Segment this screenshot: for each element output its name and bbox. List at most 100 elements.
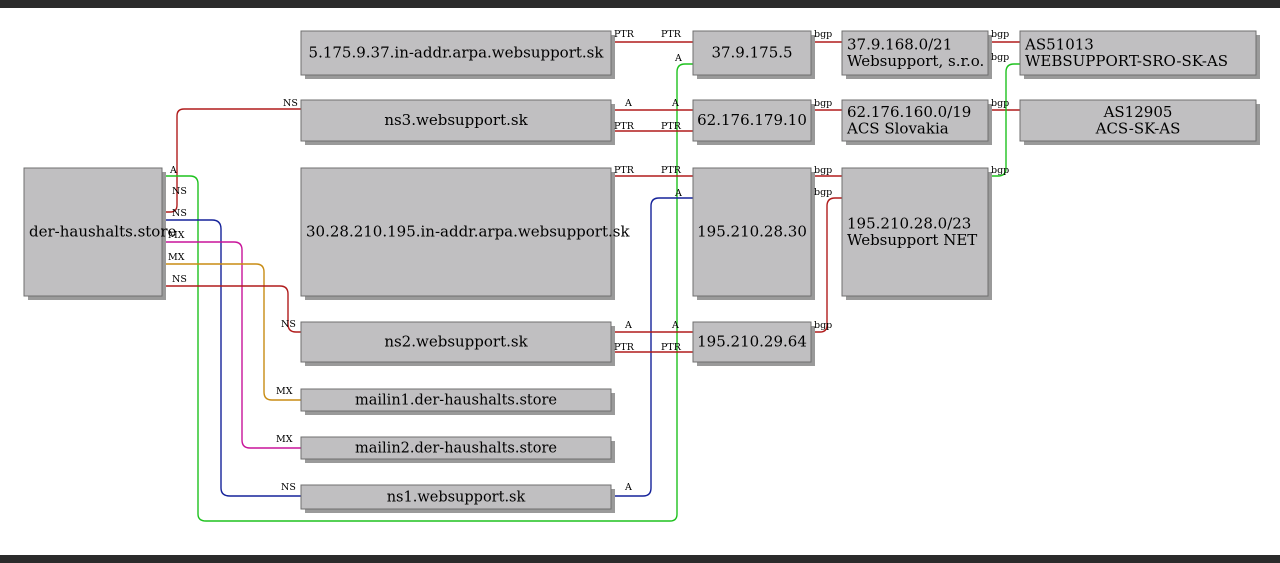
node-label-line: ACS Slovakia — [846, 119, 949, 137]
edge-ns1-to-ip3 — [611, 197, 693, 497]
edge-net3-to-as1 — [988, 63, 1020, 177]
node-ip2[interactable]: 62.176.179.10 — [692, 99, 815, 145]
edge-label-bgp: bgp — [814, 165, 832, 176]
edge-der-to-ns2 — [162, 285, 301, 333]
edge-label-ptr: PTR — [661, 29, 682, 40]
edge-label-a: A — [674, 53, 682, 64]
node-label-line: 62.176.179.10 — [697, 111, 807, 129]
edge-label-mx: MX — [276, 434, 293, 445]
node-label-line: 30.28.210.195.in-addr.arpa.websupport.sk — [306, 223, 630, 241]
edge-label-ptr: PTR — [614, 29, 635, 40]
node-domain[interactable]: der-haushalts.store — [23, 167, 177, 300]
node-label-line: mailin2.der-haushalts.store — [355, 440, 557, 456]
node-box — [300, 321, 612, 363]
node-label-line: 37.9.175.5 — [711, 44, 792, 62]
node-box — [841, 167, 989, 297]
node-ptr1[interactable]: 5.175.9.37.in-addr.arpa.websupport.sk — [300, 30, 615, 79]
node-box — [300, 388, 612, 412]
edge-label-a: A — [671, 98, 679, 109]
node-box — [692, 99, 812, 142]
edge-label-a: A — [169, 165, 177, 176]
node-box — [23, 167, 163, 297]
edge-label-a: A — [624, 482, 632, 493]
node-label-line: 37.9.168.0/21 — [847, 35, 952, 53]
edge-label-ns: NS — [283, 98, 298, 109]
node-label-line: 195.210.28.30 — [697, 223, 807, 241]
edge-label-bgp: bgp — [814, 29, 832, 40]
edge-der-to-ns1 — [162, 219, 301, 497]
node-ip1[interactable]: 37.9.175.5 — [692, 30, 815, 79]
node-label-line: 195.210.29.64 — [697, 333, 807, 351]
edge-label-mx: MX — [276, 386, 293, 397]
edge-label-ns: NS — [281, 319, 296, 330]
node-label-line: AS12905 — [1103, 103, 1173, 121]
node-ip3[interactable]: 195.210.28.30 — [692, 167, 815, 300]
node-ptr2[interactable]: 30.28.210.195.in-addr.arpa.websupport.sk — [300, 167, 630, 300]
node-box — [300, 99, 612, 142]
node-box — [300, 30, 612, 76]
edge-label-a: A — [624, 320, 632, 331]
edge-der-to-ns3 — [162, 108, 301, 213]
node-ns1[interactable]: ns1.websupport.sk — [300, 484, 615, 513]
edge-label-ptr: PTR — [614, 342, 635, 353]
edge-der-to-ns3-a — [162, 63, 693, 522]
node-box — [300, 484, 612, 510]
bottom-frame-bar — [0, 555, 1280, 563]
edge-label-ns: NS — [172, 186, 187, 197]
edge-ip4-to-net3 — [811, 197, 842, 333]
node-ns3[interactable]: ns3.websupport.sk — [300, 99, 615, 145]
edge-label-ptr: PTR — [614, 121, 635, 132]
edge-label-ptr: PTR — [614, 165, 635, 176]
node-box — [692, 167, 812, 297]
node-label-line: ns1.websupport.sk — [387, 489, 526, 505]
node-label-line: 62.176.160.0/19 — [847, 103, 971, 121]
node-box — [300, 167, 612, 297]
node-label-line: mailin1.der-haushalts.store — [355, 392, 557, 408]
edge-label-ns: NS — [172, 208, 187, 219]
edge-der-to-mailin2 — [162, 241, 301, 449]
node-box — [841, 99, 989, 142]
node-label-line: Websupport, s.r.o. — [847, 52, 984, 70]
edge-label-ptr: PTR — [661, 165, 682, 176]
node-mailin2[interactable]: mailin2.der-haushalts.store — [300, 436, 615, 463]
edge-label-mx: MX — [168, 252, 185, 263]
edge-label-a: A — [624, 98, 632, 109]
edge-label-bgp: bgp — [814, 187, 832, 198]
top-frame-bar — [0, 0, 1280, 8]
node-label-line: 5.175.9.37.in-addr.arpa.websupport.sk — [309, 44, 605, 62]
edge-label-bgp: bgp — [991, 52, 1009, 63]
edge-label-a: A — [671, 320, 679, 331]
node-label-line: ns3.websupport.sk — [384, 111, 528, 129]
node-box — [841, 30, 989, 76]
node-label-line: AS51013 — [1024, 35, 1094, 53]
node-mailin1[interactable]: mailin1.der-haushalts.store — [300, 388, 615, 415]
edge-label-a: A — [674, 188, 682, 199]
edge-label-bgp: bgp — [991, 98, 1009, 109]
edge-label-ns: NS — [281, 482, 296, 493]
edge-label-bgp: bgp — [991, 165, 1009, 176]
edge-der-to-mailin1 — [162, 263, 301, 401]
edge-label-mx: MX — [168, 230, 185, 241]
node-box — [1019, 30, 1257, 76]
node-label-line: ACS-SK-AS — [1095, 119, 1181, 137]
node-label-line: ns2.websupport.sk — [384, 333, 528, 351]
node-ns2[interactable]: ns2.websupport.sk — [300, 321, 615, 366]
node-ip4[interactable]: 195.210.29.64 — [692, 321, 815, 366]
node-label-line: 195.210.28.0/23 — [847, 214, 971, 232]
edge-label-ptr: PTR — [661, 342, 682, 353]
node-label-line: Websupport NET — [847, 231, 977, 249]
edge-label-ptr: PTR — [661, 121, 682, 132]
node-box — [692, 321, 812, 363]
node-box — [692, 30, 812, 76]
edge-label-bgp: bgp — [814, 320, 832, 331]
edge-label-ns: NS — [172, 274, 187, 285]
node-box — [300, 436, 612, 460]
node-box — [1019, 99, 1257, 142]
edge-label-bgp: bgp — [814, 98, 832, 109]
